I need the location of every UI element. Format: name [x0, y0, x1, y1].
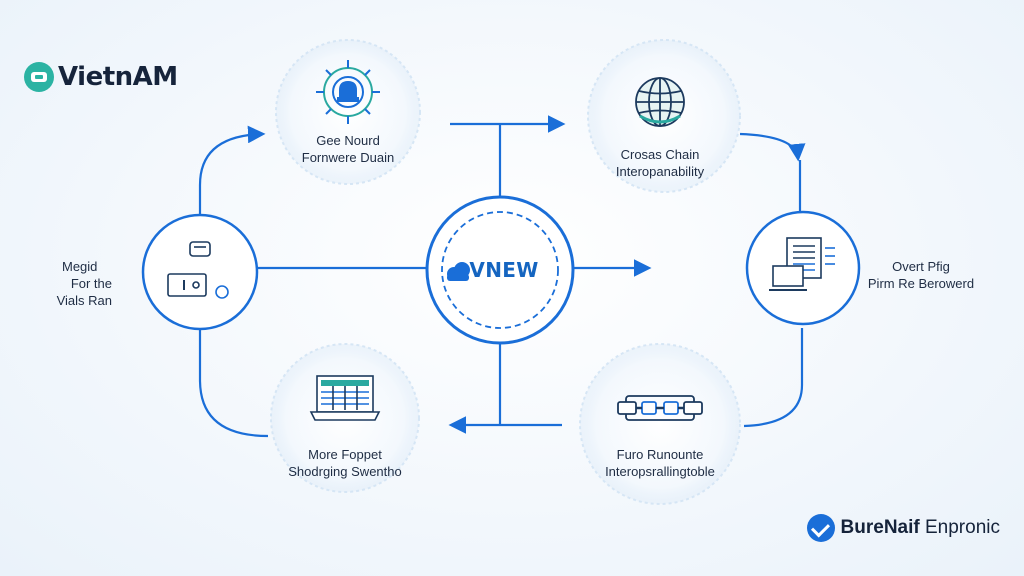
monitor-table-icon: [309, 375, 381, 421]
connectors: [198, 124, 806, 438]
footer-brand: BureNaif Enpronic: [806, 514, 1000, 542]
node-top-right-line-1: Crosas Chain: [620, 147, 700, 162]
node-left-line-3: Vials Ran: [56, 293, 112, 308]
halo-top-left: [275, 39, 421, 185]
node-bottom-left-line-1: More Foppet: [308, 447, 382, 462]
globe-icon: [635, 77, 685, 127]
node-top-left-label: Gee Nourd Fornwere Duain: [278, 132, 418, 166]
footer-brand-bold: BureNaif: [840, 517, 920, 538]
connector-topright-to-right: [739, 132, 806, 162]
node-bottom-right-line-2: Interopsrallingtoble: [605, 464, 715, 479]
brand: VietnAM: [24, 62, 178, 92]
chain-link-icon: [617, 395, 703, 421]
halo-bottom-right: [579, 343, 741, 505]
document-laptop-icon: [769, 237, 835, 291]
check-circle-icon: [806, 514, 835, 542]
node-center-inner-ring: [441, 211, 559, 329]
node-top-left-line-2: Fornwere Duain: [301, 150, 395, 165]
device-panel-icon: [167, 241, 229, 299]
connector-right-to-bottomright: [743, 328, 804, 428]
node-right-line-1: Overt Pfig: [892, 259, 950, 274]
bridge-logo-icon: [24, 62, 54, 92]
node-bottom-left-label: More Foppet Shodrging Swentho: [275, 446, 415, 480]
bell-target-icon: [316, 60, 380, 124]
node-right-line-2: Pirm Re Berowerd: [867, 276, 975, 291]
footer-brand-rest: Enpronic: [919, 517, 1000, 538]
node-top-right-line-2: Interopanability: [615, 164, 705, 179]
connector-left-to-topleft: [198, 125, 266, 215]
node-left-label: Megid For the Vials Ran: [20, 258, 112, 309]
node-left-line-2: For the: [70, 276, 112, 291]
cloud-icon: [447, 262, 470, 281]
connector-left-to-bottomleft: [198, 330, 269, 438]
node-center: [425, 195, 575, 345]
node-top-left-line-1: Gee Nourd: [316, 133, 380, 148]
node-right-label: Overt Pfig Pirm Re Berowerd: [862, 258, 980, 292]
node-bottom-left-line-2: Shodrging Swentho: [288, 464, 402, 479]
center-node-label: VNEW: [469, 258, 539, 282]
brand-name: VietnAM: [58, 62, 178, 92]
node-top-right-label: Crosas Chain Interopanability: [590, 146, 730, 180]
connector-center-to-bottomleft: [452, 342, 562, 425]
nodes: [141, 195, 861, 345]
node-left: [141, 213, 259, 331]
connector-center-to-topright: [450, 124, 562, 196]
footer-brand-text: BureNaif Enpronic: [841, 517, 1000, 539]
node-bottom-right-label: Furo Runounte Interopsrallingtoble: [590, 446, 730, 480]
node-bottom-right-line-1: Furo Runounte: [616, 447, 704, 462]
node-left-line-1: Megid: [62, 259, 98, 274]
